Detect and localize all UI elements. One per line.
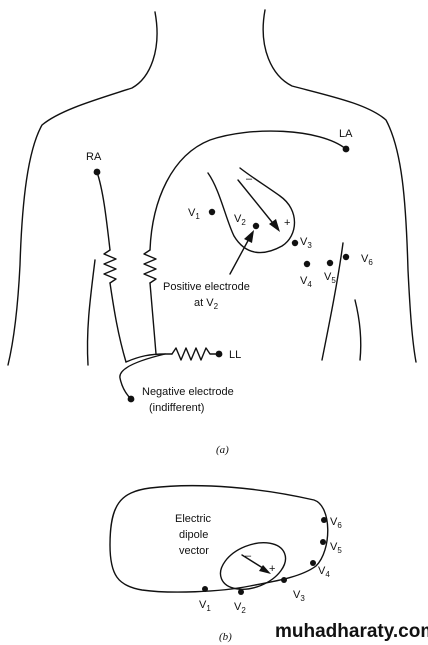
v3-label: V3 xyxy=(300,236,312,250)
heart-outline xyxy=(207,167,296,254)
dipole-minus-label-b: – xyxy=(245,550,252,562)
right-arm-inner xyxy=(321,242,344,361)
v5-label-b: V5 xyxy=(330,541,342,555)
v2-electrode xyxy=(252,222,260,230)
watermark-text: muhadharaty.com xyxy=(275,621,428,642)
v6-electrode xyxy=(342,253,350,261)
negative-electrode xyxy=(127,395,135,403)
ra-lead-wire xyxy=(96,171,111,251)
v4-label-b: V4 xyxy=(318,565,330,579)
left-arm-inner xyxy=(86,259,96,366)
la-label: LA xyxy=(339,128,353,140)
dipole-vector-head xyxy=(259,565,271,574)
la-lead-wire-lower xyxy=(149,282,157,355)
v6-electrode-b xyxy=(321,517,327,523)
ll-resistor xyxy=(171,347,219,361)
torso-outline-right xyxy=(262,9,417,363)
torso-outline-left xyxy=(7,11,158,366)
v1-electrode xyxy=(208,208,216,216)
la-resistor xyxy=(143,249,157,284)
ra-label: RA xyxy=(86,151,102,163)
dipole-arrow-head xyxy=(269,219,280,232)
ll-electrode xyxy=(215,350,223,358)
dipole-arrow-shaft xyxy=(237,179,277,228)
positive-electrode-label-line1: Positive electrode xyxy=(163,281,250,293)
figure-a: RA LA LL – + V1 V2 V3 V4 V5 V6 Positive … xyxy=(7,9,417,456)
v3-electrode xyxy=(291,239,299,247)
v4-electrode xyxy=(303,260,311,268)
la-electrode xyxy=(342,145,350,153)
v6-label-b: V6 xyxy=(330,516,342,530)
la-lead-wire xyxy=(149,130,347,251)
v3-label-b: V3 xyxy=(293,589,305,603)
caption-b: (b) xyxy=(219,631,232,643)
ra-electrode xyxy=(93,168,101,176)
v5-label: V5 xyxy=(324,271,336,285)
v6-label: V6 xyxy=(361,253,373,267)
dipole-plus-label-b: + xyxy=(269,563,275,575)
positive-pointer-shaft xyxy=(229,236,251,275)
caption-a: (a) xyxy=(216,444,229,456)
ra-lead-wire-lower xyxy=(109,282,127,363)
heart-ellipse xyxy=(219,542,287,590)
v1-electrode-b xyxy=(202,586,208,592)
negative-electrode-label-line1: Negative electrode xyxy=(142,386,234,398)
v2-label-b: V2 xyxy=(234,601,246,615)
v4-electrode-b xyxy=(310,560,316,566)
positive-electrode-label-line2: at V2 xyxy=(194,297,219,311)
dipole-vector-label-line3: vector xyxy=(179,545,209,557)
ll-label: LL xyxy=(229,349,241,361)
v1-label: V1 xyxy=(188,207,200,221)
ra-resistor xyxy=(103,249,117,284)
dipole-minus-label: – xyxy=(246,173,253,185)
negative-electrode-label-line2: (indifferent) xyxy=(149,402,204,414)
v2-label: V2 xyxy=(234,213,246,227)
negative-lead-wire xyxy=(119,353,166,400)
dipole-plus-label: + xyxy=(284,217,290,229)
right-arm-inner-2 xyxy=(354,299,362,361)
v4-label: V4 xyxy=(300,275,312,289)
v5-electrode xyxy=(326,259,334,267)
v5-electrode-b xyxy=(320,539,326,545)
v3-electrode-b xyxy=(281,577,287,583)
dipole-vector-label-line1: Electric xyxy=(175,513,212,525)
positive-pointer-head xyxy=(244,230,254,243)
figure-b: Electric dipole vector – + V1 V2 V3 V4 V… xyxy=(109,484,342,643)
v2-electrode-b xyxy=(238,589,244,595)
chest-cross-section xyxy=(109,484,329,593)
dipole-vector-label-line2: dipole xyxy=(179,529,208,541)
v1-label-b: V1 xyxy=(199,599,211,613)
